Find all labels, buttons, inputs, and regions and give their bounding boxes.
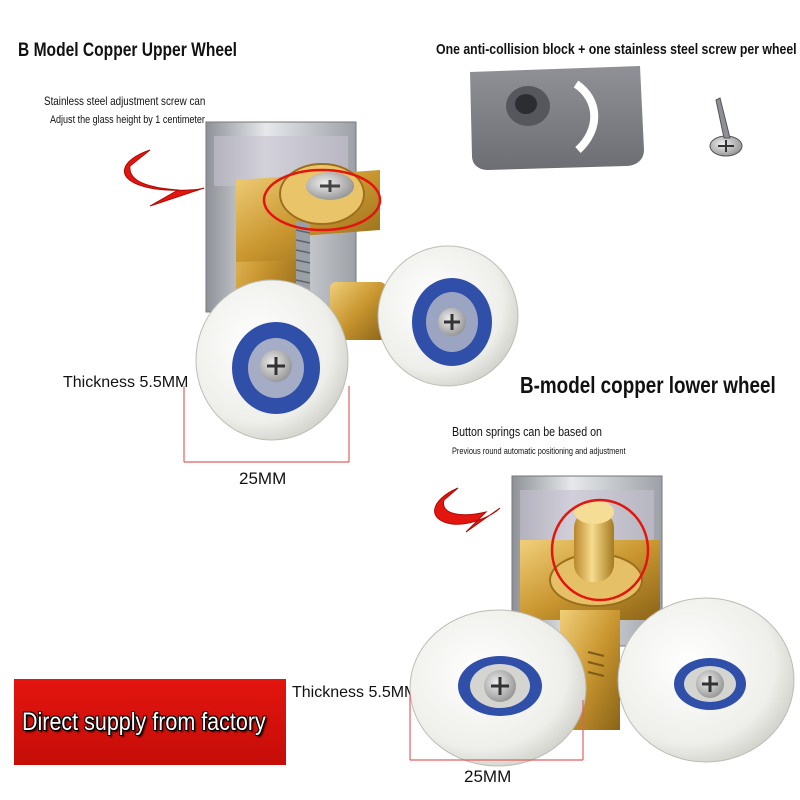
accessories-caption: One anti-collision block + one stainless… (436, 41, 797, 58)
lower-note-line1: Button springs can be based on (452, 424, 602, 439)
lower-wheel-image (409, 475, 795, 767)
stainless-screw-image (709, 97, 743, 157)
banner-text: Direct supply from factory (22, 708, 266, 736)
lower-red-arrow (434, 487, 501, 533)
upper-thickness-label: Thickness 5.5MM (63, 374, 189, 391)
upper-dimension-lines (183, 386, 350, 463)
lower-wheel-title: B-model copper lower wheel (520, 372, 776, 398)
upper-note-line2: Adjust the glass height by 1 centimeter (50, 114, 205, 126)
factory-banner (14, 679, 286, 765)
lower-note-line2: Previous round automatic positioning and… (452, 446, 626, 456)
anti-collision-block-image (470, 66, 644, 170)
lower-dimension-lines (409, 694, 584, 761)
upper-red-arrow (124, 149, 205, 207)
upper-wheel-image (195, 121, 519, 441)
upper-wheel-title: B Model Copper Upper Wheel (18, 40, 238, 61)
lower-thickness-label: Thickness 5.5MM (292, 684, 418, 701)
upper-width-label: 25MM (239, 469, 287, 488)
upper-note-line1: Stainless steel adjustment screw can (44, 94, 206, 108)
lower-width-label: 25MM (464, 767, 512, 786)
